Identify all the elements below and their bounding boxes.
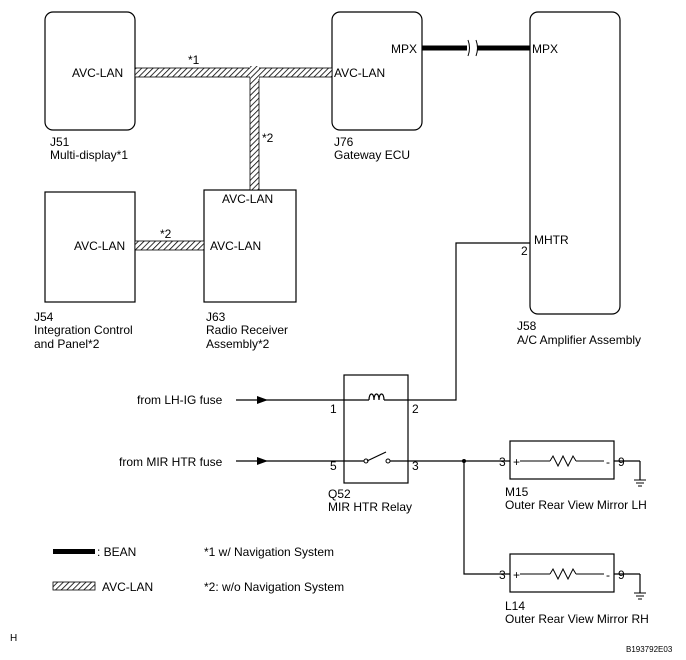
mir-htr-fuse-input: from MIR HTR fuse: [119, 455, 344, 469]
j63-name-line2: Assembly*2: [206, 337, 270, 351]
j63-name-line1: Radio Receiver: [206, 323, 288, 337]
ground-icon: [634, 592, 646, 600]
avc-lan-bus: *1 *2 *2: [134, 53, 333, 251]
j54-name-line1: Integration Control: [34, 323, 133, 337]
j58-name: A/C Amplifier Assembly: [517, 333, 641, 347]
j51-avc-lan-pin: AVC-LAN: [72, 66, 123, 80]
j63-avc-lan-left-pin: AVC-LAN: [210, 239, 261, 253]
j58-mpx-pin: MPX: [532, 42, 558, 56]
l14-pin-minus-number: 9: [618, 568, 625, 582]
relay-pin2: 2: [412, 402, 419, 416]
legend-avc-lan-label: AVC-LAN: [102, 580, 153, 594]
j76-mpx-pin: MPX: [391, 42, 417, 56]
lh-ig-fuse-input: from LH-IG fuse: [137, 393, 344, 407]
heater-resistor-icon: [549, 454, 577, 468]
arrow-icon: [257, 396, 268, 404]
j58-ac-amplifier: MPX MHTR 2 J58 A/C Amplifier Assembly: [517, 11, 641, 347]
relay-coil-icon: [368, 393, 385, 401]
j51-id: J51: [50, 135, 70, 149]
legend-note-nav1: *1 w/ Navigation System: [204, 545, 334, 559]
mirror-heater-wire: [408, 459, 510, 575]
mir-htr-fuse-label: from MIR HTR fuse: [119, 455, 223, 469]
j76-id: J76: [334, 135, 354, 149]
j76-avc-lan-pin: AVC-LAN: [334, 66, 385, 80]
m15-pin-plus-number: 3: [499, 455, 506, 469]
mhtr-wire: [408, 242, 530, 401]
j63-radio-receiver: AVC-LAN AVC-LAN J63 Radio Receiver Assem…: [203, 189, 297, 351]
j58-id: J58: [517, 319, 537, 333]
j54-id: J54: [34, 310, 54, 324]
j54-avc-lan-pin: AVC-LAN: [74, 239, 125, 253]
relay-pin1: 1: [330, 402, 337, 416]
legend-note-nav2: *2: w/o Navigation System: [204, 580, 344, 594]
l14-id: L14: [505, 599, 525, 613]
q52-name: MIR HTR Relay: [328, 500, 412, 514]
j76-gateway-ecu: MPX AVC-LAN J76 Gateway ECU: [331, 11, 423, 162]
l14-pin-plus-number: 3: [499, 568, 506, 582]
m15-id: M15: [505, 485, 529, 499]
l14-plus: +: [513, 568, 520, 582]
m15-minus: -: [606, 455, 610, 469]
footer-right-code: B193792E03: [626, 645, 673, 654]
m15-pin-minus-number: 9: [618, 455, 625, 469]
j54-integration-control: AVC-LAN J54 Integration Control and Pane…: [34, 191, 136, 351]
j58-mhtr-pin-number: 2: [521, 244, 528, 258]
relay-pin3: 3: [412, 459, 419, 473]
q52-mir-htr-relay: 1 2 5 3 Q52 MIR HTR Relay: [328, 374, 419, 514]
j51-multi-display: AVC-LAN J51 Multi-display*1: [44, 11, 136, 162]
j63-id: J63: [206, 310, 226, 324]
relay-switch-icon: [366, 451, 387, 462]
legend-bean-swatch: [53, 549, 95, 554]
j51-name: Multi-display*1: [50, 148, 128, 162]
l14-name: Outer Rear View Mirror RH: [505, 612, 649, 626]
heater-resistor-icon: [549, 567, 577, 581]
l14-mirror-rh: 3 + - 9 L14 Outer Rear View Mirror RH: [499, 553, 649, 626]
arrow-icon: [257, 457, 268, 465]
wire-label-nav1: *1: [188, 53, 200, 67]
lh-ig-fuse-label: from LH-IG fuse: [137, 393, 223, 407]
j63-avc-lan-top-pin: AVC-LAN: [222, 192, 273, 206]
m15-plus: +: [513, 455, 520, 469]
j58-mhtr-pin: MHTR: [534, 233, 569, 247]
legend: : BEAN AVC-LAN *1 w/ Navigation System *…: [52, 545, 344, 594]
q52-id: Q52: [328, 487, 351, 501]
wire-label-nav2-vertical: *2: [262, 131, 274, 145]
footer-left-code: H: [10, 633, 17, 644]
l14-minus: -: [606, 568, 610, 582]
j54-name-line2: and Panel*2: [34, 337, 100, 351]
bean-mpx-line: [422, 39, 530, 57]
j76-name: Gateway ECU: [334, 148, 410, 162]
legend-bean-label: : BEAN: [97, 545, 136, 559]
legend-avc-lan-swatch: [52, 581, 96, 591]
relay-pin5: 5: [330, 459, 337, 473]
wire-label-nav2-horizontal: *2: [160, 227, 172, 241]
m15-mirror-lh: 3 + - 9 M15 Outer Rear View Mirror LH: [499, 440, 647, 512]
ground-icon: [634, 479, 646, 487]
m15-name: Outer Rear View Mirror LH: [505, 498, 647, 512]
